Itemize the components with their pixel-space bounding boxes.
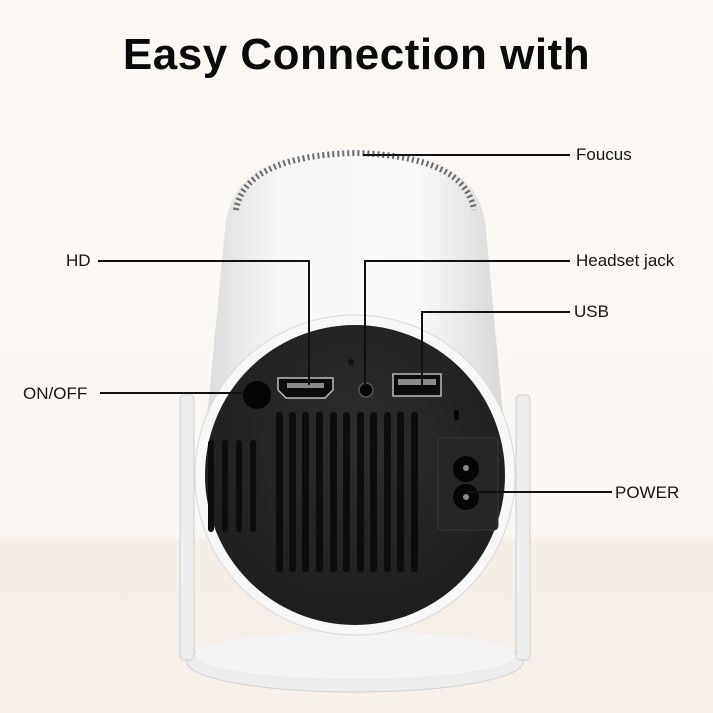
vents (208, 412, 418, 572)
callout-headset-jack: Headset jack (576, 251, 675, 270)
stand-arm-right (515, 394, 531, 661)
page-title: Easy Connection with (122, 30, 591, 79)
stand-base (186, 631, 524, 693)
power-button (243, 381, 271, 409)
callout-usb: USB (574, 302, 609, 321)
callout-power: POWER (615, 483, 680, 502)
callout-hd: HD (66, 251, 91, 270)
callout-on-off: ON/OFF (23, 384, 88, 403)
power-socket (437, 437, 499, 531)
headset-jack-port (358, 382, 374, 398)
callout-focus: Foucus (576, 145, 632, 164)
callout-lines (98, 154, 612, 493)
stand-arm-left (179, 394, 195, 661)
